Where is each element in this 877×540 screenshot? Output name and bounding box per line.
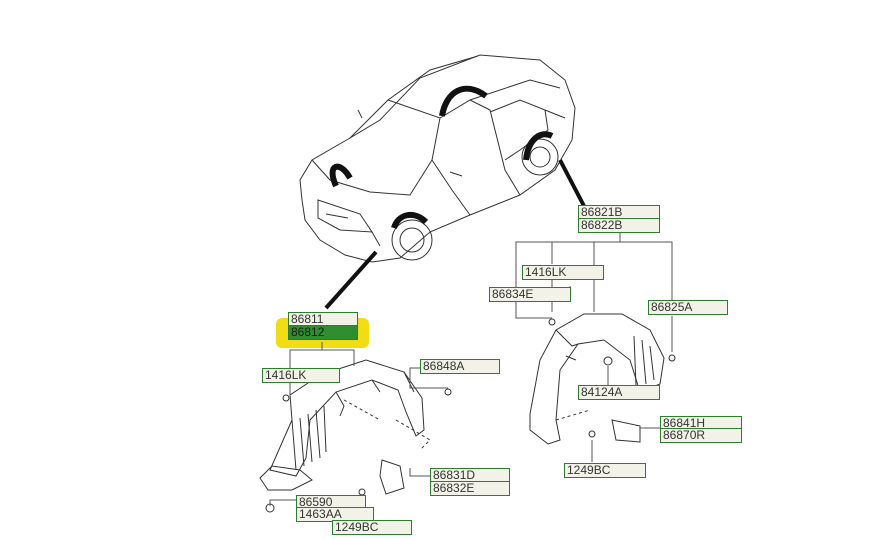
- part-label-front-1416lk[interactable]: 1416LK: [262, 368, 340, 383]
- part-label-86812-selected[interactable]: 86812: [288, 325, 358, 340]
- rear-liner-illustration: [529, 313, 676, 445]
- part-label-84124a[interactable]: 84124A: [578, 385, 660, 400]
- part-label-86870r[interactable]: 86870R: [660, 428, 742, 443]
- part-label-86811[interactable]: 86811: [288, 312, 358, 327]
- part-label-86821b[interactable]: 86821B: [578, 205, 660, 220]
- part-label-front-1249bc[interactable]: 1249BC: [332, 520, 412, 535]
- part-label-86825a[interactable]: 86825A: [648, 300, 728, 315]
- part-label-86832e[interactable]: 86832E: [430, 481, 510, 496]
- liner-callout-marks: [329, 85, 554, 230]
- part-label-86848a[interactable]: 86848A: [420, 359, 500, 374]
- part-label-86834e[interactable]: 86834E: [489, 287, 571, 302]
- part-label-rear-1249bc[interactable]: 1249BC: [564, 463, 646, 478]
- car-illustration: [299, 54, 576, 263]
- part-label-86822b[interactable]: 86822B: [578, 218, 660, 233]
- part-label-86841h[interactable]: 86841H: [660, 416, 742, 431]
- part-label-rear-1416lk[interactable]: 1416LK: [522, 265, 604, 280]
